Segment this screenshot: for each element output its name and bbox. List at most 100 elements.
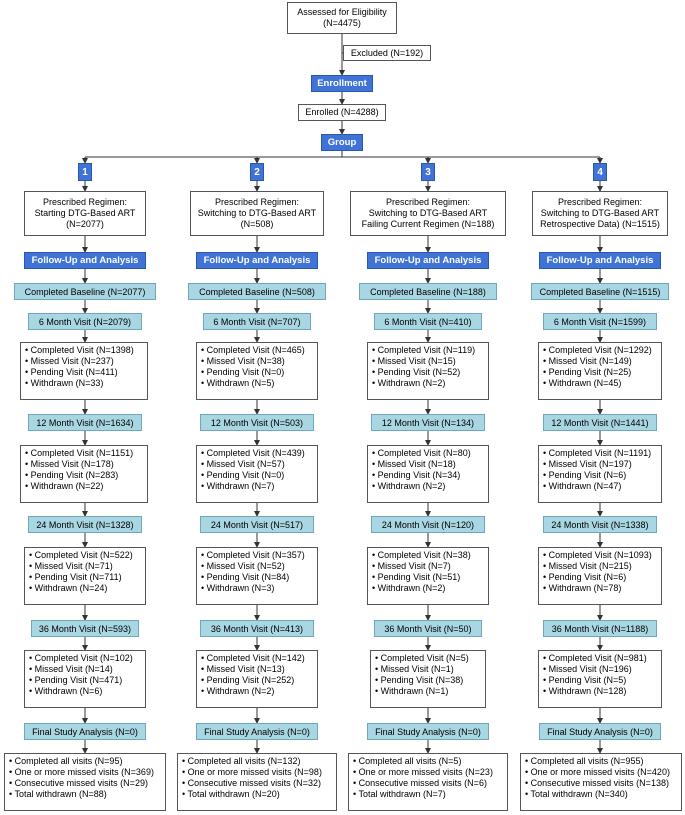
outcome-item: • Withdrawn (N=78) bbox=[543, 583, 622, 593]
summary-item: • Completed all visits (N=5) bbox=[353, 756, 462, 766]
visit-label: 36 Month Visit (N=50) bbox=[384, 623, 472, 634]
regimen-box: Prescribed Regimen: Switching to DTG-Bas… bbox=[532, 191, 668, 236]
group-header: Group bbox=[321, 134, 363, 151]
visit-outcomes-box: • Completed Visit (N=1398) • Missed Visi… bbox=[20, 342, 148, 400]
visit-label-box: 12 Month Visit (N=1441) bbox=[543, 414, 657, 431]
outcome-item: • Withdrawn (N=2) bbox=[201, 686, 275, 696]
outcome-item: • Withdrawn (N=24) bbox=[29, 583, 108, 593]
enrolled-box: Enrolled (N=4288) bbox=[298, 104, 386, 121]
excluded-label: Excluded (N=192) bbox=[350, 47, 424, 58]
visit-outcomes-box: • Completed Visit (N=102) • Missed Visit… bbox=[24, 650, 146, 708]
final-analysis-box: Final Study Analysis (N=0) bbox=[539, 723, 661, 740]
visit-label-box: 24 Month Visit (N=1328) bbox=[28, 516, 142, 533]
follow-up-label: Follow-Up and Analysis bbox=[203, 255, 311, 266]
outcome-item: • Missed Visit (N=149) bbox=[543, 356, 632, 366]
assessed-title: Assessed for Eligibility bbox=[297, 7, 387, 17]
visit-outcomes-box: • Completed Visit (N=38) • Missed Visit … bbox=[367, 547, 489, 605]
visit-label: 36 Month Visit (N=1188) bbox=[551, 623, 649, 634]
baseline-label: Completed Baseline (N=1515) bbox=[539, 286, 661, 297]
outcome-item: • Pending Visit (N=5) bbox=[543, 675, 627, 685]
outcome-item: • Completed Visit (N=5) bbox=[375, 653, 469, 663]
outcome-item: • Withdrawn (N=5) bbox=[201, 378, 275, 388]
baseline-label: Completed Baseline (N=188) bbox=[370, 286, 486, 297]
final-analysis-box: Final Study Analysis (N=0) bbox=[196, 723, 318, 740]
visit-label-box: 6 Month Visit (N=707) bbox=[203, 313, 311, 330]
visit-outcomes-box: • Completed Visit (N=1292) • Missed Visi… bbox=[538, 342, 662, 400]
outcome-item: • Pending Visit (N=25) bbox=[543, 367, 632, 377]
visit-label-box: 36 Month Visit (N=593) bbox=[31, 620, 139, 637]
visit-label: 6 Month Visit (N=1599) bbox=[553, 316, 647, 327]
visit-label-box: 24 Month Visit (N=120) bbox=[371, 516, 485, 533]
visit-label-box: 6 Month Visit (N=2079) bbox=[28, 313, 142, 330]
outcome-item: • Withdrawn (N=128) bbox=[543, 686, 627, 696]
outcome-item: • Completed Visit (N=1191) bbox=[543, 448, 652, 458]
baseline-box: Completed Baseline (N=1515) bbox=[531, 283, 669, 300]
summary-box: • Completed all visits (N=132) • One or … bbox=[177, 753, 337, 811]
visit-outcomes-box: • Completed Visit (N=981) • Missed Visit… bbox=[538, 650, 662, 708]
group-number: 1 bbox=[82, 166, 88, 178]
outcome-item: • Completed Visit (N=80) bbox=[372, 448, 471, 458]
outcome-item: • Pending Visit (N=84) bbox=[201, 572, 290, 582]
visit-outcomes-box: • Completed Visit (N=465) • Missed Visit… bbox=[196, 342, 318, 400]
outcome-item: • Missed Visit (N=38) bbox=[201, 356, 285, 366]
follow-up-label: Follow-Up and Analysis bbox=[374, 255, 482, 266]
baseline-label: Completed Baseline (N=508) bbox=[199, 286, 315, 297]
outcome-item: • Pending Visit (N=711) bbox=[29, 572, 122, 582]
visit-label-box: 24 Month Visit (N=1338) bbox=[543, 516, 657, 533]
visit-outcomes-box: • Completed Visit (N=1191) • Missed Visi… bbox=[538, 445, 662, 503]
visit-label: 24 Month Visit (N=120) bbox=[381, 519, 475, 530]
regimen-line: Failing Current Regimen (N=188) bbox=[361, 219, 495, 229]
outcome-item: • Missed Visit (N=52) bbox=[201, 561, 285, 571]
outcome-item: • Missed Visit (N=14) bbox=[29, 664, 113, 674]
summary-item: • Consecutive missed visits (N=138) bbox=[525, 778, 669, 788]
visit-outcomes-box: • Completed Visit (N=119) • Missed Visit… bbox=[367, 342, 489, 400]
outcome-item: • Withdrawn (N=1) bbox=[375, 686, 449, 696]
visit-label-box: 12 Month Visit (N=503) bbox=[200, 414, 314, 431]
outcome-item: • Pending Visit (N=38) bbox=[375, 675, 464, 685]
visit-label: 36 Month Visit (N=593) bbox=[38, 623, 132, 634]
regimen-line: Switching to DTG-Based ART bbox=[197, 208, 317, 218]
final-analysis-label: Final Study Analysis (N=0) bbox=[204, 726, 310, 737]
enrolled-label: Enrolled (N=4288) bbox=[305, 107, 379, 117]
outcome-item: • Completed Visit (N=465) bbox=[201, 345, 305, 355]
summary-item: • One or more missed visits (N=98) bbox=[182, 767, 322, 777]
outcome-item: • Pending Visit (N=252) bbox=[201, 675, 295, 685]
outcome-item: • Completed Visit (N=1151) bbox=[25, 448, 134, 458]
visit-label: 24 Month Visit (N=517) bbox=[210, 519, 304, 530]
follow-up-header: Follow-Up and Analysis bbox=[367, 252, 489, 269]
visit-label: 12 Month Visit (N=1634) bbox=[36, 417, 134, 428]
outcome-item: • Missed Visit (N=197) bbox=[543, 459, 632, 469]
baseline-box: Completed Baseline (N=188) bbox=[359, 283, 497, 300]
summary-item: • One or more missed visits (N=420) bbox=[525, 767, 670, 777]
follow-up-label: Follow-Up and Analysis bbox=[546, 255, 654, 266]
summary-item: • Consecutive missed visits (N=32) bbox=[182, 778, 321, 788]
regimen-box: Prescribed Regimen: Switching to DTG-Bas… bbox=[190, 191, 324, 236]
enrollment-header: Enrollment bbox=[311, 75, 373, 92]
outcome-item: • Pending Visit (N=0) bbox=[201, 367, 285, 377]
outcome-item: • Pending Visit (N=51) bbox=[372, 572, 461, 582]
outcome-item: • Completed Visit (N=522) bbox=[29, 550, 133, 560]
baseline-box: Completed Baseline (N=2077) bbox=[14, 283, 156, 300]
final-analysis-label: Final Study Analysis (N=0) bbox=[32, 726, 138, 737]
outcome-item: • Completed Visit (N=102) bbox=[29, 653, 133, 663]
visit-label-box: 36 Month Visit (N=50) bbox=[374, 620, 482, 637]
follow-up-header: Follow-Up and Analysis bbox=[539, 252, 661, 269]
summary-item: • Total withdrawn (N=7) bbox=[353, 789, 446, 799]
outcome-item: • Completed Visit (N=119) bbox=[372, 345, 476, 355]
outcome-item: • Completed Visit (N=981) bbox=[543, 653, 647, 663]
group-number-badge: 2 bbox=[250, 163, 264, 181]
outcome-item: • Withdrawn (N=3) bbox=[201, 583, 275, 593]
outcome-item: • Missed Visit (N=7) bbox=[372, 561, 451, 571]
visit-outcomes-box: • Completed Visit (N=80) • Missed Visit … bbox=[367, 445, 489, 503]
outcome-item: • Pending Visit (N=52) bbox=[372, 367, 461, 377]
summary-item: • One or more missed visits (N=369) bbox=[9, 767, 154, 777]
outcome-item: • Missed Visit (N=13) bbox=[201, 664, 285, 674]
summary-item: • Consecutive missed visits (N=6) bbox=[353, 778, 487, 788]
summary-item: • Completed all visits (N=132) bbox=[182, 756, 301, 766]
group-label: Group bbox=[327, 137, 357, 148]
group-number: 2 bbox=[254, 166, 260, 178]
final-analysis-label: Final Study Analysis (N=0) bbox=[547, 726, 653, 737]
final-analysis-label: Final Study Analysis (N=0) bbox=[375, 726, 481, 737]
visit-label: 36 Month Visit (N=413) bbox=[210, 623, 304, 634]
